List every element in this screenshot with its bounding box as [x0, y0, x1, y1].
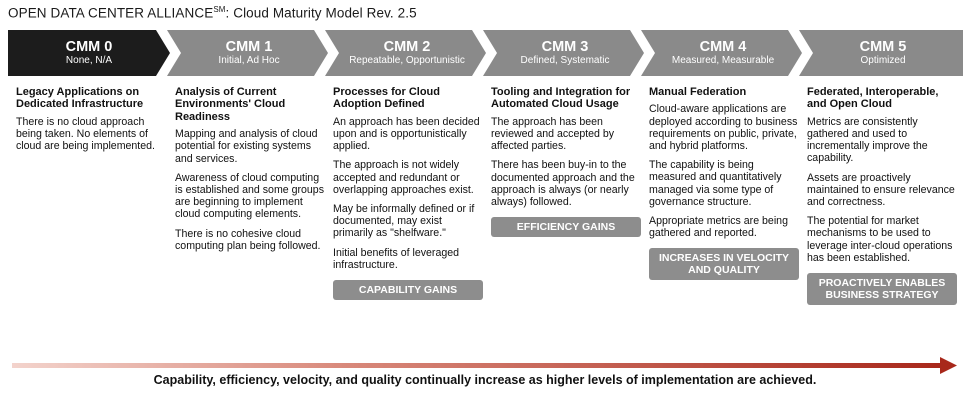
- level-name: CMM 1: [225, 39, 273, 55]
- benefit-badge: EFFICIENCY GAINS: [491, 217, 641, 238]
- column-text: Metrics are consistently gathered and us…: [807, 115, 928, 165]
- level-name: CMM 4: [699, 39, 747, 55]
- chevron-1: [167, 30, 328, 76]
- column-text: An approach has been decided upon and is…: [333, 115, 480, 153]
- column-text: The approach is not widely accepted and …: [333, 159, 474, 196]
- benefit-badge: INCREASES IN VELOCITY AND QUALITY: [649, 248, 799, 281]
- level-subtitle: Measured, Measurable: [671, 55, 775, 66]
- level-column-4: Manual Federation Cloud-aware applicatio…: [649, 86, 799, 281]
- column-text: Initial benefits of leveraged infrastruc…: [333, 246, 460, 271]
- level-subtitle: Optimized: [860, 55, 906, 66]
- chevron-0: [8, 30, 170, 76]
- chevron-4: [641, 30, 802, 76]
- column-text: There is no cloud approach being taken. …: [16, 115, 155, 153]
- arrow-head: [940, 357, 957, 374]
- level-subtitle: Defined, Systematic: [520, 55, 610, 66]
- column-text: There has been buy-in to the documented …: [491, 159, 635, 209]
- column-text: There is no cohesive cloud computing pla…: [175, 227, 321, 252]
- chevron-5: [799, 30, 963, 76]
- chevron-label-4: CMM 4 Measured, Measurable: [648, 39, 798, 67]
- column-heading: Processes for Cloud Adoption Defined: [333, 86, 440, 111]
- column-text: Cloud-aware applications are deployed ac…: [649, 103, 798, 153]
- level-subtitle: Repeatable, Opportunistic: [349, 55, 465, 66]
- level-subtitle: None, N/A: [65, 55, 113, 66]
- benefit-badge: CAPABILITY GAINS: [333, 280, 483, 301]
- level-column-1: Analysis of Current Environments' Cloud …: [175, 86, 325, 259]
- arrow-shaft: [12, 363, 942, 368]
- level-name: CMM 0: [65, 39, 113, 55]
- column-heading: Federated, Interoperable, and Open Cloud: [807, 86, 939, 111]
- chevron-3: [483, 30, 644, 76]
- column-text: The approach has been reviewed and accep…: [491, 115, 615, 153]
- column-text: Mapping and analysis of cloud potential …: [175, 128, 318, 165]
- column-text: The capability is being measured and qua…: [649, 159, 782, 208]
- column-heading: Manual Federation: [649, 86, 747, 98]
- arrow-caption: Capability, efficiency, velocity, and qu…: [153, 373, 817, 387]
- column-text: The potential for market mechanisms to b…: [807, 215, 953, 264]
- level-column-0: Legacy Applications on Dedicated Infrast…: [16, 86, 166, 159]
- level-subtitle: Initial, Ad Hoc: [218, 55, 280, 66]
- chevron-label-3: CMM 3 Defined, Systematic: [490, 39, 640, 67]
- level-name: CMM 2: [383, 39, 431, 55]
- column-text: May be informally defined or if document…: [333, 203, 475, 240]
- column-heading: Tooling and Integration for Automated Cl…: [491, 86, 631, 111]
- column-text: Assets are proactively maintained to ens…: [807, 171, 955, 209]
- level-column-3: Tooling and Integration for Automated Cl…: [491, 86, 641, 238]
- chevron-label-2: CMM 2 Repeatable, Opportunistic: [332, 39, 482, 67]
- column-heading: Legacy Applications on Dedicated Infrast…: [16, 86, 144, 111]
- chevron-band: [8, 30, 963, 76]
- level-name: CMM 5: [859, 39, 907, 55]
- benefit-badge: PROACTIVELY ENABLES BUSINESS STRATEGY: [807, 273, 957, 306]
- title-rest: : Cloud Maturity Model Rev. 2.5: [225, 5, 417, 21]
- page-title: OPEN DATA CENTER ALLIANCESM: Cloud Matur…: [8, 5, 417, 21]
- chevron-label-5: CMM 5 Optimized: [808, 39, 958, 67]
- title-main: OPEN DATA CENTER ALLIANCE: [8, 5, 214, 21]
- column-text: Awareness of cloud computing is establis…: [175, 171, 324, 221]
- level-column-2: Processes for Cloud Adoption Defined An …: [333, 86, 483, 301]
- chevron-label-0: CMM 0 None, N/A: [14, 39, 164, 67]
- column-text: Appropriate metrics are being gathered a…: [649, 215, 788, 240]
- chevron-2: [325, 30, 486, 76]
- level-name: CMM 3: [541, 39, 589, 55]
- title-superscript: SM: [213, 5, 226, 14]
- level-column-5: Federated, Interoperable, and Open Cloud…: [807, 86, 957, 306]
- column-heading: Analysis of Current Environments' Cloud …: [175, 86, 286, 123]
- chevron-label-1: CMM 1 Initial, Ad Hoc: [174, 39, 324, 67]
